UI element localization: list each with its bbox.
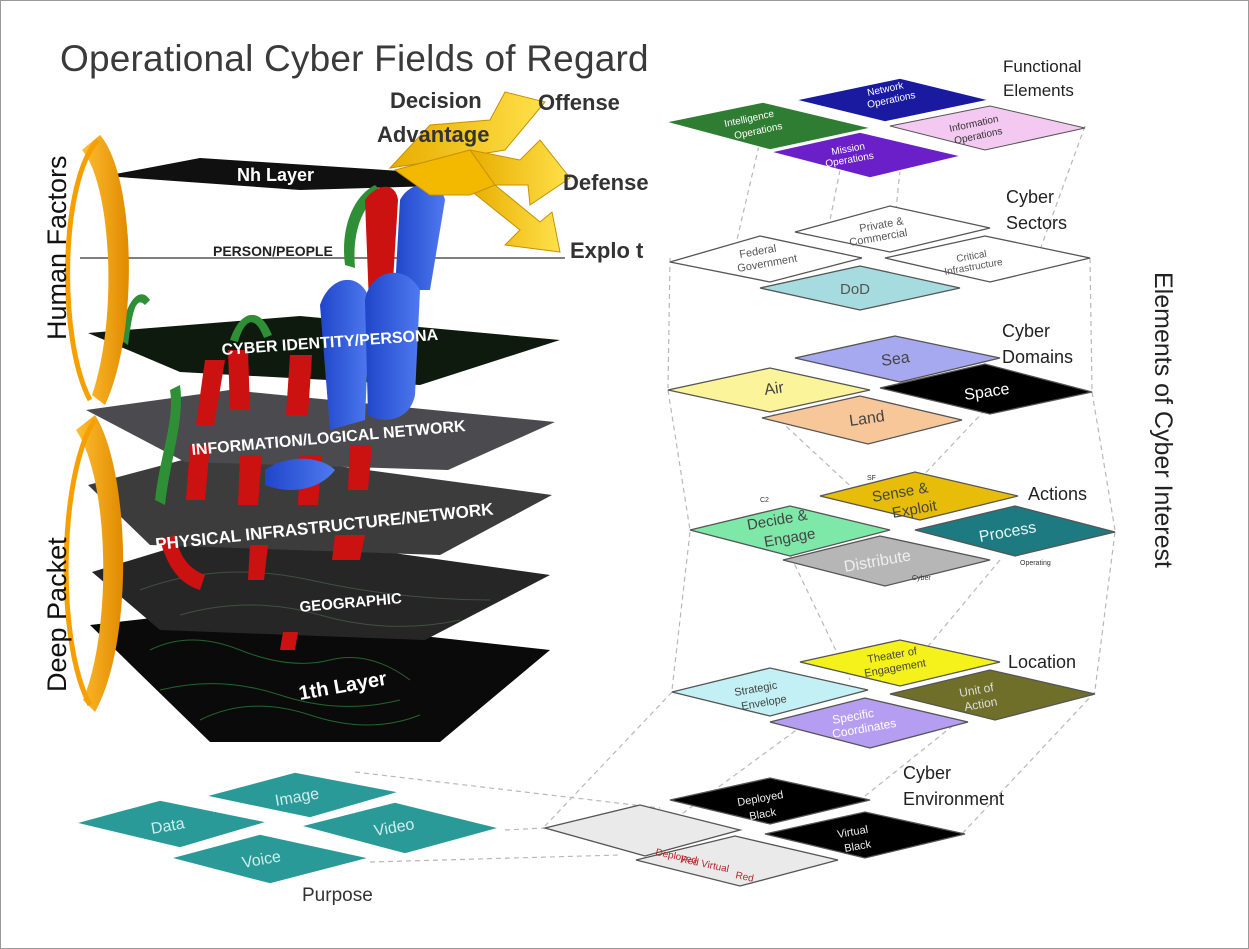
person-layer-label: PERSON/PEOPLE (213, 243, 333, 259)
information-tile (889, 105, 1086, 151)
deep-packet-ring (63, 415, 124, 712)
defense-label: Defense (563, 170, 649, 195)
deep-packet-label: Deep Packet (42, 537, 72, 692)
network-tile (794, 77, 991, 123)
private-tile (794, 205, 991, 253)
advantage-label: Advantage (377, 122, 489, 147)
sense-tile (819, 471, 1019, 521)
sectors-label-2: Sectors (1006, 213, 1067, 233)
deployed-red-tile (635, 835, 839, 887)
unit-line2: Action (963, 694, 998, 714)
operating-tag: Operating (1020, 560, 1051, 567)
location-label: Location (1008, 652, 1076, 672)
green-ribbons (120, 185, 382, 505)
geographic-plane (92, 530, 550, 640)
video-text: Video (373, 816, 416, 840)
cyber-sectors-group: Federal Government Private & Commercial … (669, 187, 1091, 311)
nth-layer-label: Nh Layer (237, 165, 314, 185)
cyber-environment-group: Deployed Black Virtual Black Deployed Re… (542, 763, 1004, 887)
deployed-black-line2: Black (748, 806, 777, 823)
process-tile (914, 505, 1116, 557)
elements-of-cyber-interest-label: Elements of Cyber Interest (1149, 272, 1177, 568)
space-text: Space (963, 381, 1010, 404)
location-group: Strategic Envelope Theater of Engagement… (671, 639, 1096, 749)
unit-tile (889, 669, 1096, 721)
unit-line1: Unit of (958, 680, 995, 700)
sea-tile (794, 335, 1001, 383)
sf-tag: SF (867, 475, 876, 482)
decision-label: Decision (390, 88, 482, 113)
sectors-label-1: Cyber (1006, 187, 1054, 207)
functional-elements-group: Intelligence Operations Network Operatio… (664, 57, 1086, 179)
decision-advantage-arrows (388, 91, 571, 253)
actions-label: Actions (1028, 484, 1087, 504)
functional-label-2: Elements (1003, 81, 1074, 100)
voice-text: Voice (241, 848, 283, 872)
space-tile (879, 363, 1093, 415)
environment-label-2: Environment (903, 789, 1004, 809)
video-tile (297, 801, 503, 855)
sea-text: Sea (880, 349, 911, 370)
critical-tile (884, 235, 1091, 283)
dod-text: DoD (840, 281, 870, 298)
federal-tile (669, 235, 863, 283)
c2-tag: C2 (760, 497, 769, 504)
strategic-tile (671, 667, 869, 717)
exploit-label: Explo t (570, 238, 644, 263)
purpose-group: Data Image Video Voice Purpose (74, 771, 503, 906)
theater-tile (799, 639, 1001, 687)
data-tile (74, 799, 269, 849)
dod-tile (759, 265, 961, 311)
land-tile (761, 395, 963, 445)
virtual-black-tile (764, 811, 966, 859)
functional-label-1: Functional (1003, 57, 1081, 76)
intelligence-tile (664, 101, 873, 151)
deployed-black-tile (669, 777, 871, 825)
domains-label-2: Domains (1002, 347, 1073, 367)
virtual-black-line1: Virtual (836, 824, 869, 841)
blue-ribbons (265, 184, 445, 490)
page-title: Operational Cyber Fields of Regard (60, 38, 649, 79)
decide-tile (689, 505, 891, 557)
first-layer-plane (90, 612, 550, 742)
data-text: Data (150, 815, 186, 838)
blank-tile (542, 804, 743, 857)
image-tile (204, 771, 401, 819)
cyber-tag: Cyber (912, 575, 931, 582)
offense-label: Offense (538, 90, 620, 115)
domains-label-1: Cyber (1002, 321, 1050, 341)
critical-line1: Critical (956, 249, 988, 265)
air-text: Air (763, 379, 785, 399)
deployed-red-line3: Red (734, 870, 754, 885)
specific-tile (769, 697, 969, 749)
land-text: Land (848, 408, 886, 430)
distribute-tile (782, 535, 991, 587)
environment-label-1: Cyber (903, 763, 951, 783)
actions-group: Decide & Engage Sense & Exploit Process … (689, 471, 1116, 587)
mission-tile (769, 131, 963, 179)
virtual-black-line2: Black (843, 838, 872, 855)
voice-tile (167, 833, 371, 885)
human-factors-label: Human Factors (42, 155, 72, 340)
purpose-label: Purpose (302, 885, 373, 906)
cyber-domains-group: Air Sea Space Land Cyber Domains (667, 321, 1093, 445)
human-factors-ring (65, 135, 129, 405)
air-tile (667, 367, 871, 413)
